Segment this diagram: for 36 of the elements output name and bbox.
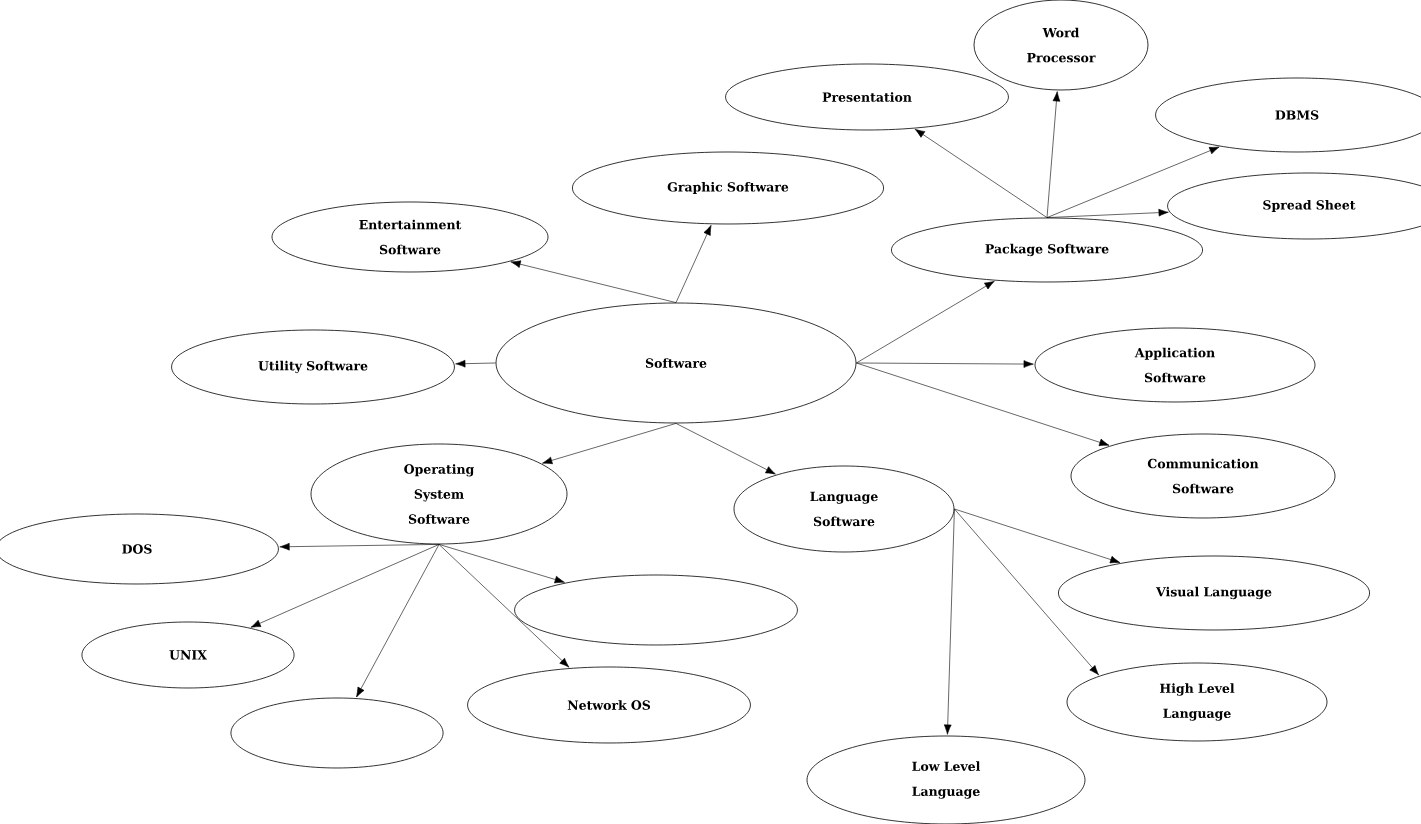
arrow [954, 508, 1121, 564]
arrow [250, 544, 440, 628]
empty-ellipse [514, 574, 798, 646]
ellipse-node: UNIX [81, 621, 295, 689]
ellipse-node: Entertainment Software [271, 201, 549, 273]
arrow [675, 225, 712, 303]
arrow [510, 260, 677, 303]
ellipse-node: Package Software [891, 217, 1203, 283]
arrow [943, 508, 955, 735]
ellipse-node: Language Software [733, 465, 955, 553]
arrow [1046, 91, 1061, 218]
ellipse-node: Network OS [467, 666, 751, 744]
ellipse-node: Graphic Software [572, 151, 884, 225]
ellipse-node: Software [495, 302, 857, 424]
arrow [856, 280, 995, 364]
arrow [455, 359, 496, 368]
arrow [1046, 208, 1169, 218]
ellipse-node: Communication Software [1070, 433, 1336, 519]
ellipse-node: High Level Language [1066, 662, 1328, 742]
ellipse-node: Application Software [1034, 327, 1316, 403]
arrow [1046, 146, 1220, 218]
arrow [856, 362, 1110, 447]
arrow [438, 544, 570, 668]
arrow [438, 544, 565, 584]
ellipse-node: Presentation [725, 63, 1009, 131]
arrow [542, 423, 677, 465]
arrow [675, 423, 776, 475]
ellipse-node: Utility Software [171, 329, 455, 405]
ellipse-node: Visual Language [1058, 555, 1370, 631]
arrow [279, 542, 440, 551]
arrow [856, 360, 1034, 368]
arrow [954, 508, 1099, 676]
arrow [356, 544, 440, 698]
ellipse-node: Operating System Software [310, 443, 568, 545]
arrow [914, 128, 1048, 218]
empty-ellipse [230, 697, 444, 769]
